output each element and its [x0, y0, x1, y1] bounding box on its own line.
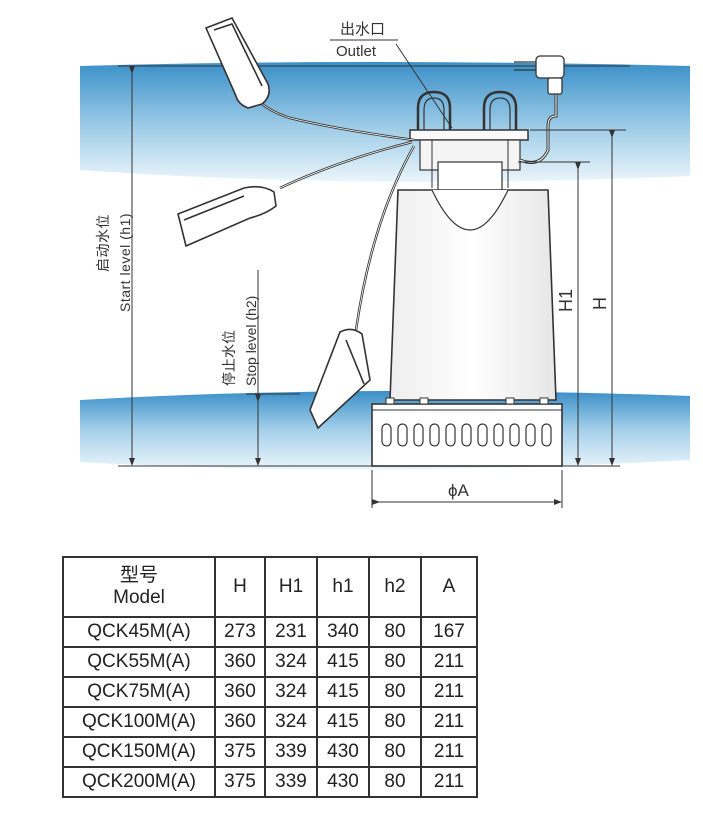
cell-A: 211: [420, 676, 478, 708]
cell-h1: 430: [316, 736, 370, 768]
water-upper-band: [80, 62, 690, 182]
outlet-label-en: Outlet: [336, 43, 377, 60]
cell-model: QCK55M(A): [62, 646, 216, 678]
table-row: QCK200M(A) 375 339 430 80 211: [62, 766, 478, 798]
header-h2: h2: [368, 556, 422, 618]
plug-icon: [514, 55, 565, 95]
cell-model: QCK200M(A): [62, 766, 216, 798]
table-row: QCK100M(A) 360 324 415 80 211: [62, 706, 478, 738]
cell-h2: 80: [368, 616, 422, 648]
pump-dimension-diagram: 启动水位 Start level (h1) 停止水位 Stop level (h…: [80, 17, 690, 508]
dim-phiA-label: ϕA: [448, 481, 470, 500]
pump-handle-right: [482, 90, 518, 134]
float-switch-middle: [177, 185, 277, 248]
cell-model: QCK100M(A): [62, 706, 216, 738]
cell-h1: 415: [316, 676, 370, 708]
cell-h2: 80: [368, 766, 422, 798]
cell-model: QCK75M(A): [62, 676, 216, 708]
cell-A: 211: [420, 736, 478, 768]
cell-H: 273: [214, 616, 266, 648]
stop-level-label-en: Stop level (h2): [243, 296, 259, 386]
pump-handle-left: [416, 90, 452, 134]
cell-H1: 231: [264, 616, 318, 648]
pump-base-slots: [381, 423, 552, 447]
header-model: 型号 Model: [62, 556, 216, 618]
header-H: H: [214, 556, 266, 618]
table-header-row: 型号 Model H H1 h1 h2 A: [62, 556, 478, 618]
dim-H1-label: H1: [556, 289, 576, 312]
header-h1: h1: [316, 556, 370, 618]
cell-model: QCK150M(A): [62, 736, 216, 768]
table-row: QCK55M(A) 360 324 415 80 211: [62, 646, 478, 678]
float-switch-upper: [204, 17, 270, 109]
header-A: A: [420, 556, 478, 618]
cell-h1: 340: [316, 616, 370, 648]
outlet-leader: [395, 43, 453, 129]
cell-A: 211: [420, 646, 478, 678]
start-level-label: 启动水位: [95, 214, 111, 272]
cell-H1: 339: [264, 766, 318, 798]
cell-H: 375: [214, 766, 266, 798]
stop-level-label: 停止水位: [221, 330, 237, 386]
float-switch-lower: [309, 328, 371, 430]
outlet-label-cn: 出水口: [340, 21, 385, 38]
header-H1: H1: [264, 556, 318, 618]
cell-A: 211: [420, 766, 478, 798]
cell-H: 360: [214, 676, 266, 708]
cell-h1: 430: [316, 766, 370, 798]
cell-h2: 80: [368, 736, 422, 768]
table-row: QCK150M(A) 375 339 430 80 211: [62, 736, 478, 768]
cell-h2: 80: [368, 646, 422, 678]
cell-H: 360: [214, 646, 266, 678]
cell-H: 375: [214, 736, 266, 768]
dim-H-label: H: [590, 297, 610, 310]
cell-A: 167: [420, 616, 478, 648]
cell-h2: 80: [368, 676, 422, 708]
table-row: QCK45M(A) 273 231 340 80 167: [62, 616, 478, 648]
model-spec-table: 型号 Model H H1 h1 h2 A QCK45M(A) 273 231 …: [62, 556, 478, 798]
cell-H1: 339: [264, 736, 318, 768]
pump-top-plate: [409, 129, 529, 141]
cell-H: 360: [214, 706, 266, 738]
cell-A: 211: [420, 706, 478, 738]
table-row: QCK75M(A) 360 324 415 80 211: [62, 676, 478, 708]
cell-H1: 324: [264, 676, 318, 708]
cell-h1: 415: [316, 706, 370, 738]
cell-H1: 324: [264, 706, 318, 738]
start-level-label-en: Start level (h1): [117, 213, 133, 312]
cell-h1: 415: [316, 646, 370, 678]
cell-model: QCK45M(A): [62, 616, 216, 648]
cell-H1: 324: [264, 646, 318, 678]
cell-h2: 80: [368, 706, 422, 738]
